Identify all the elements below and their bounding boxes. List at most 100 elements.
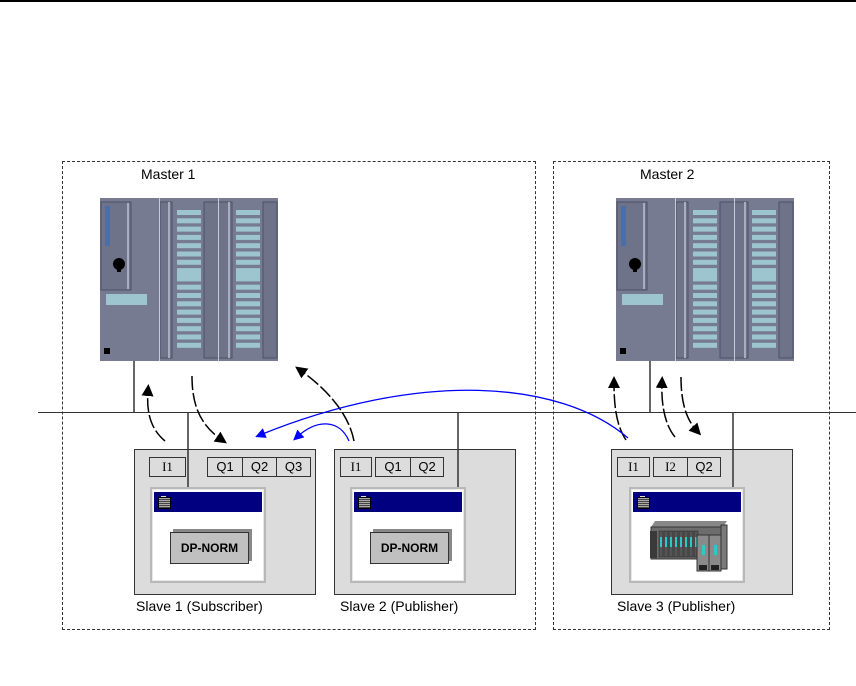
io-led	[236, 259, 260, 265]
io-led	[752, 334, 776, 340]
io-led	[236, 326, 260, 332]
io-led	[693, 293, 717, 298]
master-1-plc[interactable]	[100, 198, 278, 361]
io-led	[236, 276, 260, 282]
io-led	[693, 334, 717, 340]
io-led	[236, 218, 260, 224]
port-q2[interactable]: Q2	[687, 457, 721, 477]
master-2-label: Master 2	[640, 166, 695, 182]
io-led	[177, 210, 201, 215]
io-led	[177, 226, 201, 232]
io-led	[693, 226, 717, 232]
io-led	[752, 210, 776, 215]
master-2-plc[interactable]	[616, 198, 794, 361]
io-led	[236, 293, 260, 298]
io-led	[236, 210, 260, 215]
port-i1[interactable]: I1	[617, 457, 650, 477]
io-led	[236, 334, 260, 340]
io-led	[752, 234, 776, 240]
io-led	[236, 309, 260, 315]
master-2-group	[553, 161, 830, 630]
slave-3-module-window[interactable]	[629, 487, 745, 583]
title-bar	[354, 492, 462, 512]
io-led	[236, 284, 260, 290]
profibus-line	[38, 412, 856, 413]
io-led	[693, 317, 717, 323]
io-led	[177, 317, 201, 323]
title-bar	[154, 492, 262, 512]
io-slot-indicator	[670, 537, 672, 547]
io-led	[693, 342, 717, 348]
io-led	[236, 243, 260, 249]
io-led	[236, 251, 260, 257]
dp-norm-module: DP-NORM	[170, 532, 249, 564]
arrow-slave1-i1-to-master1	[141, 384, 166, 442]
module-icon	[358, 496, 371, 509]
io-slot-indicator	[665, 537, 667, 547]
slave-2-module-window[interactable]: DP-NORM	[350, 487, 466, 583]
arrow-slave3-i2-to-master2	[655, 376, 676, 438]
io-led	[693, 243, 717, 249]
key-switch-icon	[113, 258, 125, 270]
module-icon	[637, 496, 650, 509]
port-group-outputs: Q1 Q2 Q3	[207, 457, 311, 477]
io-led	[693, 251, 717, 257]
io-led	[177, 301, 201, 307]
plc-graphic	[100, 198, 278, 361]
status-led-strip	[621, 206, 626, 246]
port-q3[interactable]: Q3	[276, 457, 311, 477]
slave-3-label: Slave 3 (Publisher)	[617, 598, 736, 614]
io-led	[752, 293, 776, 298]
io-led	[752, 251, 776, 257]
io-led	[752, 284, 776, 290]
io-led	[693, 284, 717, 290]
io-led	[693, 259, 717, 265]
io-led	[752, 326, 776, 332]
io-led	[177, 276, 201, 282]
arrow-slave2-to-master1	[295, 366, 355, 442]
module-icon	[158, 496, 171, 509]
port-q2[interactable]: Q2	[410, 457, 444, 477]
io-led	[236, 317, 260, 323]
io-led	[752, 259, 776, 265]
master-1-group	[62, 161, 536, 630]
io-led	[693, 276, 717, 282]
arrow-master2-to-slave3-q2	[680, 376, 702, 436]
io-led	[236, 234, 260, 240]
io-led	[693, 218, 717, 224]
io-led	[693, 309, 717, 315]
io-led	[693, 301, 717, 307]
port-i1[interactable]: I1	[149, 457, 186, 477]
slave-2-box[interactable]: I1 Q1 Q2 DP-NORM	[334, 449, 516, 595]
io-led	[177, 309, 201, 315]
io-led	[236, 226, 260, 232]
dp-norm-module: DP-NORM	[370, 532, 449, 564]
io-led	[752, 243, 776, 249]
slave-2-label: Slave 2 (Publisher)	[340, 598, 459, 614]
crosstraffic-slave2-to-slave1-q3	[293, 423, 350, 442]
arrow-master1-to-slave1-q1	[191, 375, 227, 444]
io-led	[693, 326, 717, 332]
io-slot-indicator	[680, 537, 682, 547]
arrow-slave3-i1-to-master2	[608, 376, 627, 441]
io-led	[236, 342, 260, 348]
slave-1-box[interactable]: I1 Q1 Q2 Q3 DP-NORM	[134, 449, 316, 595]
io-led	[177, 284, 201, 290]
io-led	[752, 309, 776, 315]
io-led	[236, 301, 260, 307]
io-led	[177, 293, 201, 298]
port-i1[interactable]: I1	[340, 457, 372, 477]
io-led	[177, 259, 201, 265]
port-group: I1 I2 Q2	[617, 457, 721, 477]
slave-1-module-window[interactable]: DP-NORM	[150, 487, 266, 583]
io-led	[752, 218, 776, 224]
io-led	[752, 342, 776, 348]
io-led	[177, 234, 201, 240]
slave-3-box[interactable]: I1 I2 Q2	[611, 449, 793, 595]
io-slot-indicator	[685, 537, 687, 547]
io-led	[752, 317, 776, 323]
io-led	[693, 210, 717, 215]
et200-station-icon	[650, 521, 728, 572]
io-led	[693, 234, 717, 240]
